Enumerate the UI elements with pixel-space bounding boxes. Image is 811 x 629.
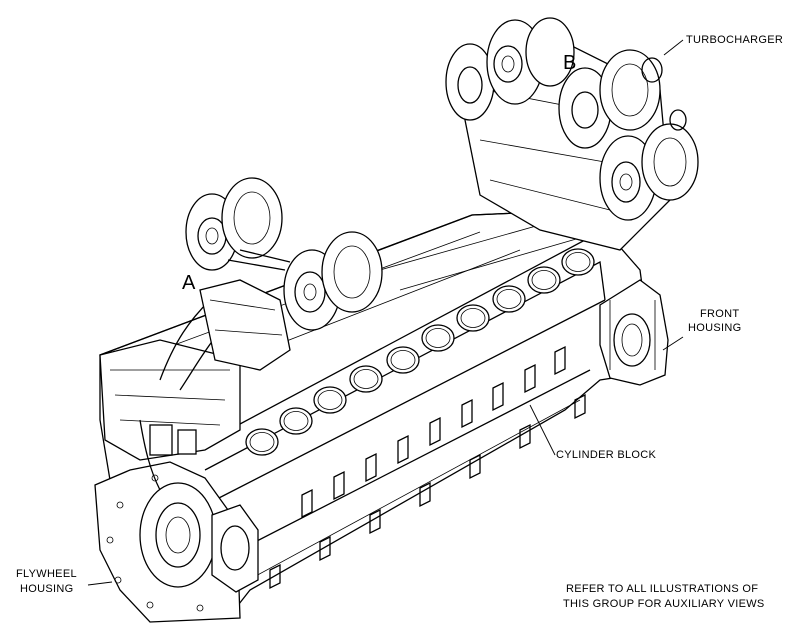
cylinder-bores xyxy=(245,248,595,456)
front-housing-drawing xyxy=(599,279,669,386)
leader-flywheel-housing xyxy=(87,581,113,586)
note-line1: REFER TO ALL ILLUSTRATIONS OF xyxy=(566,583,759,595)
side-ports xyxy=(269,345,586,590)
flywheel-housing-drawing xyxy=(94,461,259,623)
leader-front-housing xyxy=(662,336,684,351)
leader-cylinder-block xyxy=(529,404,556,456)
label-turbocharger: TURBOCHARGER xyxy=(686,34,784,46)
rear-brackets-drawing xyxy=(99,299,241,491)
leader-lines xyxy=(87,39,684,586)
label-front-housing-line2: HOUSING xyxy=(688,322,742,334)
turbo-group-b-drawing xyxy=(445,17,699,251)
label-front-housing-line1: FRONT xyxy=(700,308,740,320)
leader-turbocharger xyxy=(663,39,684,56)
callout-a: A xyxy=(182,272,196,294)
label-cylinder-block: CYLINDER BLOCK xyxy=(556,449,657,461)
callout-b: B xyxy=(563,52,577,74)
turbo-group-a-drawing xyxy=(185,177,383,371)
note-line2: THIS GROUP FOR AUXILIARY VIEWS xyxy=(563,598,765,610)
label-flywheel-housing-line1: FLYWHEEL xyxy=(16,568,77,580)
label-flywheel-housing-line2: HOUSING xyxy=(20,583,74,595)
